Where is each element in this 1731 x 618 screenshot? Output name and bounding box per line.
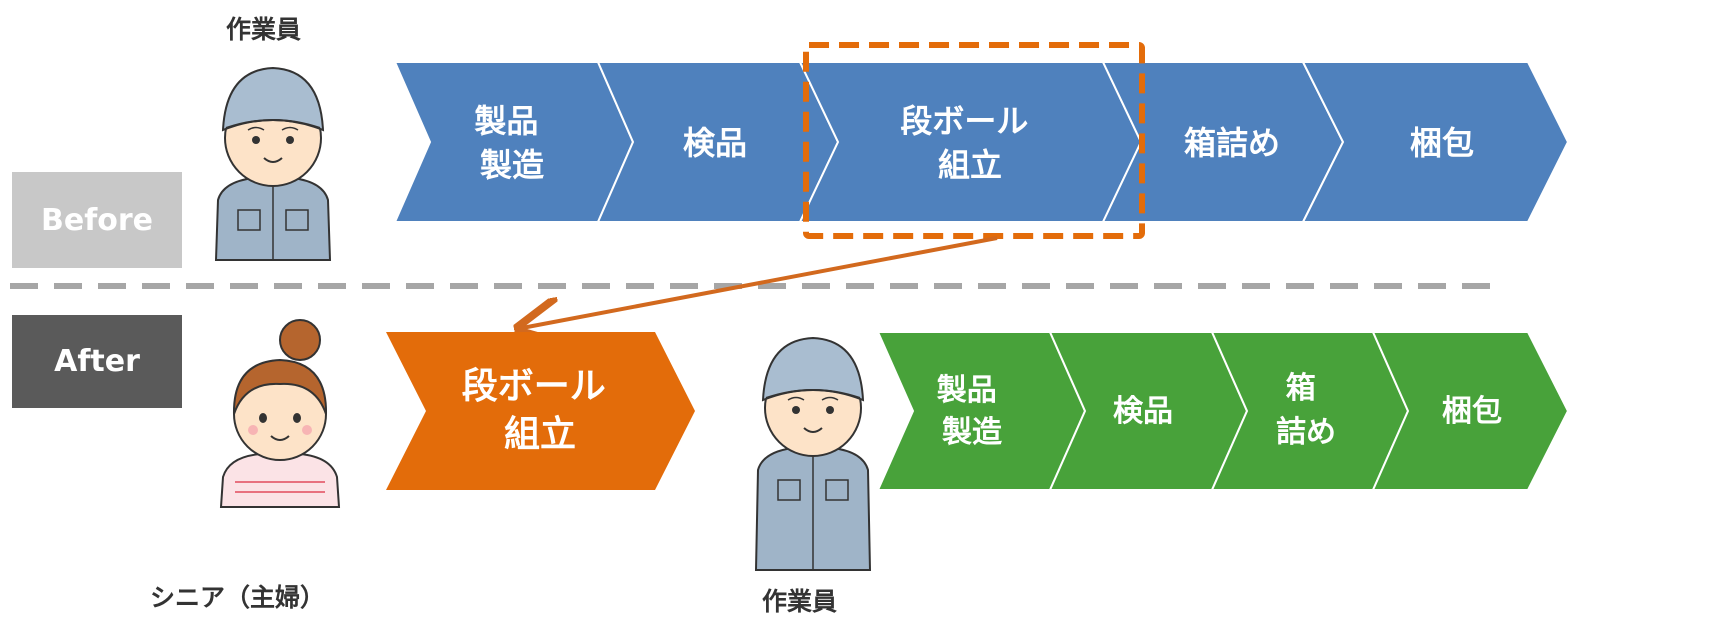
svg-text:製品 製造: 製品 製造	[474, 102, 549, 184]
senior-woman-icon	[219, 319, 341, 508]
before-step-1: 製品 製造	[393, 61, 635, 223]
after-step-1: 製品 製造	[876, 331, 1087, 491]
svg-text:製品 製造: 製品 製造	[937, 373, 1007, 450]
svg-text:梱包: 梱包	[1442, 394, 1502, 429]
after-tag: After	[12, 315, 182, 408]
before-step-3: 段ボール 組立	[798, 61, 1143, 223]
after-step-2-line-1: 検品	[1113, 394, 1173, 429]
move-arrow	[522, 236, 998, 328]
before-tag: Before	[12, 172, 182, 268]
after-step-4: 梱包	[1371, 331, 1570, 491]
after-step-1-line-1: 製品	[937, 373, 997, 408]
after-step-3-line-2: 詰め	[1276, 415, 1336, 450]
after-step-1-line-2: 製造	[942, 415, 1002, 450]
before-step-4-line-1: 箱詰め	[1184, 124, 1280, 162]
before-step-3-line-1: 段ボール	[900, 102, 1028, 140]
worker-icon	[214, 66, 332, 261]
before-worker-label: 作業員	[226, 15, 302, 44]
before-step-3-line-2: 組立	[938, 146, 1002, 184]
svg-text:段ボール 組立: 段ボール 組立	[462, 366, 619, 455]
svg-text:梱包: 梱包	[1410, 124, 1474, 162]
svg-text:段ボール 組立: 段ボール 組立	[900, 102, 1039, 184]
svg-text:検品: 検品	[683, 124, 747, 162]
senior-step-line-2: 組立	[504, 414, 576, 455]
after-step-3: 箱 詰め	[1210, 331, 1410, 491]
worker-icon-after	[754, 336, 872, 571]
before-step-2: 検品	[596, 61, 840, 223]
senior-step: 段ボール 組立	[386, 332, 695, 490]
senior-step-line-1: 段ボール	[462, 366, 606, 407]
before-step-2-line-1: 検品	[683, 124, 747, 162]
svg-text:箱 詰め: 箱 詰め	[1276, 371, 1336, 450]
highlight-box	[803, 42, 1145, 239]
after-step-3-line-1: 箱	[1286, 371, 1316, 406]
before-step-5-line-1: 梱包	[1410, 124, 1474, 162]
after-step-4-line-1: 梱包	[1442, 394, 1502, 429]
senior-label: シニア（主婦）	[150, 583, 326, 612]
svg-text:検品: 検品	[1113, 394, 1173, 429]
svg-text:箱詰め: 箱詰め	[1184, 124, 1280, 162]
before-step-1-line-2: 製造	[480, 146, 544, 184]
after-worker-label: 作業員	[762, 587, 838, 616]
before-step-5: 梱包	[1301, 61, 1570, 223]
before-step-1-line-1: 製品	[474, 102, 538, 140]
